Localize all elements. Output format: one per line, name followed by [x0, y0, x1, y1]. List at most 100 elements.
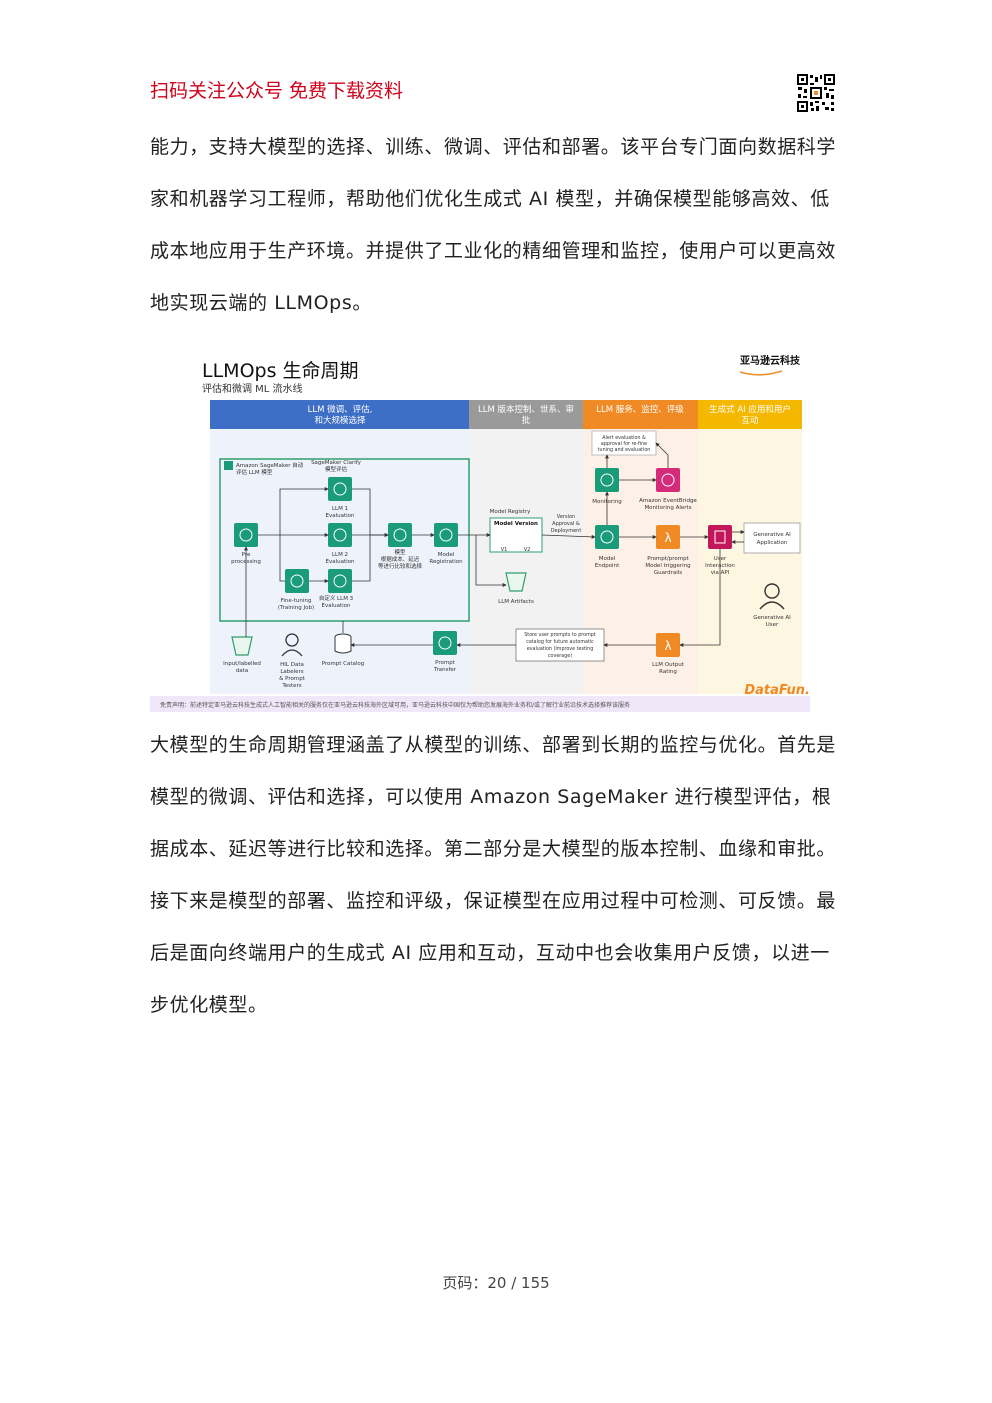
sagemaker-icon — [224, 461, 233, 470]
artifacts-bucket-icon — [505, 572, 527, 592]
section-header-serving — [583, 400, 698, 429]
svg-text:Model Version: Model Version — [494, 521, 538, 527]
svg-text:Model: Model — [438, 552, 455, 558]
llm1-icon — [328, 477, 352, 501]
svg-text:Testers: Testers — [281, 683, 301, 689]
model-endpoint-icon — [595, 525, 619, 549]
svg-text:evaluation (Improve testing: evaluation (Improve testing — [527, 646, 594, 652]
svg-text:HIL Data: HIL Data — [280, 662, 304, 668]
paragraph-line: 成本地应用于生产环境。并提供了工业化的精细管理和监控，使用户可以更高效 — [150, 240, 837, 262]
disclaimer-bar — [150, 696, 810, 712]
svg-text:Input/labelled: Input/labelled — [223, 661, 261, 667]
svg-text:Model triggering: Model triggering — [645, 563, 690, 569]
svg-text:Model: Model — [599, 556, 616, 562]
user-icon — [764, 583, 780, 599]
svg-text:Rating: Rating — [659, 669, 677, 675]
section-label: 批 — [522, 415, 531, 426]
svg-text:Prompt Catalog: Prompt Catalog — [322, 661, 365, 667]
paragraph-line: 据成本、延迟等进行比较和选择。第二部分是大模型的版本控制、血缘和审批。 — [150, 838, 837, 860]
section-label: LLM 服务、监控、评级 — [596, 404, 684, 415]
svg-text:V2: V2 — [524, 547, 531, 553]
svg-text:自定义 LLM 3: 自定义 LLM 3 — [319, 594, 354, 602]
lambda-guardrails-icon — [656, 525, 680, 549]
section-label: 生成式 AI 应用和用户 — [709, 404, 791, 415]
node-label: SageMaker Clarify — [311, 460, 362, 466]
svg-text:Alert evaluation &: Alert evaluation & — [602, 435, 646, 441]
node-label: 模型评估 — [325, 465, 348, 473]
paragraph-line: 接下来是模型的部署、监控和评级，保证模型在应用过程中可检测、可反馈。最 — [150, 890, 837, 912]
diagram-subtitle: 评估和微调 ML 流水线 — [202, 382, 303, 395]
paragraph-line: 能力，支持大模型的选择、训练、微调、评估和部署。该平台专门面向数据科学 — [150, 136, 837, 158]
preprocessing-icon — [234, 523, 258, 547]
svg-text:Evaluation: Evaluation — [321, 603, 351, 609]
select-icon — [388, 523, 412, 547]
svg-text:Guardrails: Guardrails — [654, 570, 682, 576]
svg-text:Transfer: Transfer — [433, 667, 457, 673]
input-data-bucket-icon — [231, 636, 253, 656]
llmops-lifecycle-diagram: LLMOps 生命周期 评估和微调 ML 流水线 亚马逊云科技 LLM 微调、评… — [150, 343, 822, 715]
lambda-rating-icon — [656, 633, 680, 657]
node-label: Amazon SageMaker 自动 — [236, 461, 304, 469]
datafun-watermark: DataFun. — [744, 683, 810, 698]
section-header-finetune — [210, 400, 469, 429]
svg-text:LLM 2: LLM 2 — [332, 552, 348, 558]
svg-text:Monitoring Alerts: Monitoring Alerts — [644, 505, 691, 511]
qr-code-icon[interactable] — [796, 73, 836, 113]
paragraph-line: 模型的微调、评估和选择，可以使用 Amazon SageMaker 进行模型评估… — [150, 786, 832, 808]
svg-text:根据成本、延迟: 根据成本、延迟 — [381, 555, 420, 563]
llm2-icon — [328, 523, 352, 547]
svg-text:模型: 模型 — [394, 548, 406, 556]
section-header-app — [698, 400, 802, 429]
monitoring-icon — [595, 468, 619, 492]
genai-app-box — [743, 522, 801, 554]
diagram-title: LLMOps 生命周期 — [202, 360, 359, 382]
api-gateway-icon — [708, 525, 732, 549]
svg-text:Approval &: Approval & — [552, 521, 580, 527]
promo-header: 扫码关注公众号 免费下载资料 — [150, 80, 404, 102]
section-label: 互动 — [741, 415, 759, 426]
labeler-user-icon — [285, 633, 299, 647]
svg-text:coverage): coverage) — [548, 653, 572, 659]
paragraph-intro: 能力，支持大模型的选择、训练、微调、评估和部署。该平台专门面向数据科学 家和机器… — [150, 121, 842, 329]
paragraph-line: 地实现云端的 LLMOps。 — [150, 292, 372, 314]
svg-text:Registration: Registration — [429, 559, 463, 565]
section-label: LLM 版本控制、世系、审 — [478, 404, 574, 415]
svg-text:Store user prompts to prompt: Store user prompts to prompt — [524, 632, 596, 638]
svg-text:data: data — [236, 668, 248, 674]
svg-text:catalog for future automatic: catalog for future automatic — [526, 639, 594, 645]
eventbridge-icon — [656, 468, 680, 492]
svg-text:Fine-tuning: Fine-tuning — [281, 598, 312, 604]
paragraph-lifecycle: 大模型的生命周期管理涵盖了从模型的训练、部署到长期的监控与优化。首先是 模型的微… — [150, 719, 842, 1031]
paragraph-line: 家和机器学习工程师，帮助他们优化生成式 AI 模型，并确保模型能够高效、低 — [150, 188, 830, 210]
model-version-box — [489, 517, 543, 553]
svg-text:LLM 1: LLM 1 — [332, 506, 348, 512]
model-registration-icon — [434, 523, 458, 547]
svg-text:Amazon EventBridge: Amazon EventBridge — [639, 498, 697, 504]
sagemaker-eval-box — [219, 458, 470, 622]
svg-text:(Training Job): (Training Job) — [278, 605, 314, 611]
svg-text:LLM Artifacts: LLM Artifacts — [498, 599, 534, 605]
svg-text:V1: V1 — [501, 547, 508, 553]
svg-text:approval for re-fine: approval for re-fine — [601, 441, 647, 447]
prompt-transfer-icon — [433, 631, 457, 655]
svg-text:LLM Output: LLM Output — [652, 662, 685, 668]
alert-evaluation-box — [591, 430, 657, 456]
svg-text:Labelers: Labelers — [280, 669, 303, 675]
svg-text:λ: λ — [664, 639, 671, 653]
svg-text:& Prompt: & Prompt — [279, 676, 306, 682]
finetuning-icon — [285, 569, 309, 593]
svg-text:Application: Application — [757, 540, 788, 546]
disclaimer-text: 免责声明：前述特定亚马逊云科技生成式人工智能相关的服务仅在亚马逊云科技海外区域可… — [160, 701, 630, 709]
svg-text:Evaluation: Evaluation — [325, 513, 355, 519]
paragraph-line: 大模型的生命周期管理涵盖了从模型的训练、部署到长期的监控与优化。首先是 — [150, 734, 837, 756]
node-label: 评估 LLM 模型 — [236, 468, 273, 476]
brand-smile-icon — [739, 370, 783, 376]
svg-text:Endpoint: Endpoint — [595, 563, 620, 569]
paragraph-line: 后是面向终端用户的生成式 AI 应用和互动，互动中也会收集用户反馈，以进一 — [150, 942, 830, 964]
svg-text:Deployment: Deployment — [551, 528, 582, 534]
svg-text:Model Registry: Model Registry — [490, 509, 532, 515]
section-header-versioning — [469, 400, 583, 429]
page-number: 页码：20 / 155 — [442, 1274, 550, 1292]
svg-text:Generative AI: Generative AI — [753, 532, 791, 538]
svg-text:Version: Version — [557, 514, 575, 520]
